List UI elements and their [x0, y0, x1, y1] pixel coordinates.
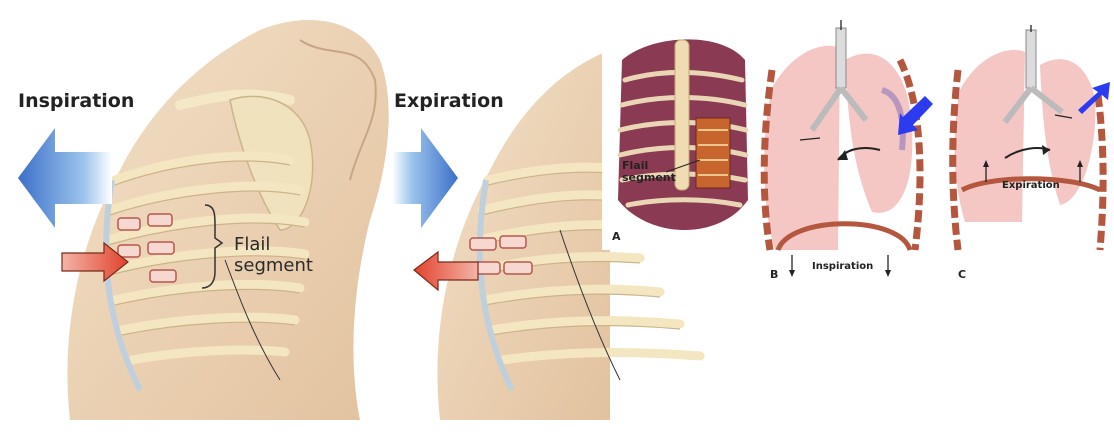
inset-panel-a	[602, 26, 752, 250]
flail-label-line2: segment	[234, 255, 313, 276]
panel-c-caption: Expiration	[1002, 180, 1060, 191]
inset-a-flail-label: Flail segment	[622, 160, 676, 184]
lung-panel-c	[953, 25, 1110, 250]
airflow-out-arrow	[18, 128, 112, 228]
inspiration-label: Inspiration	[18, 90, 134, 112]
lung-panel-b	[764, 20, 933, 277]
flail-label-line1: Flail	[234, 234, 313, 255]
expiration-label: Expiration	[394, 90, 504, 112]
panel-a-letter: A	[612, 230, 621, 243]
panel-c-letter: C	[958, 268, 966, 281]
torso-inspiration	[67, 20, 388, 420]
panel-b-letter: B	[770, 268, 778, 281]
panel-b-caption: Inspiration	[812, 261, 873, 272]
flail-segment-label: Flail segment	[234, 234, 313, 276]
inset-a-flail-line2: segment	[622, 172, 676, 184]
airflow-in-arrow	[392, 128, 458, 228]
